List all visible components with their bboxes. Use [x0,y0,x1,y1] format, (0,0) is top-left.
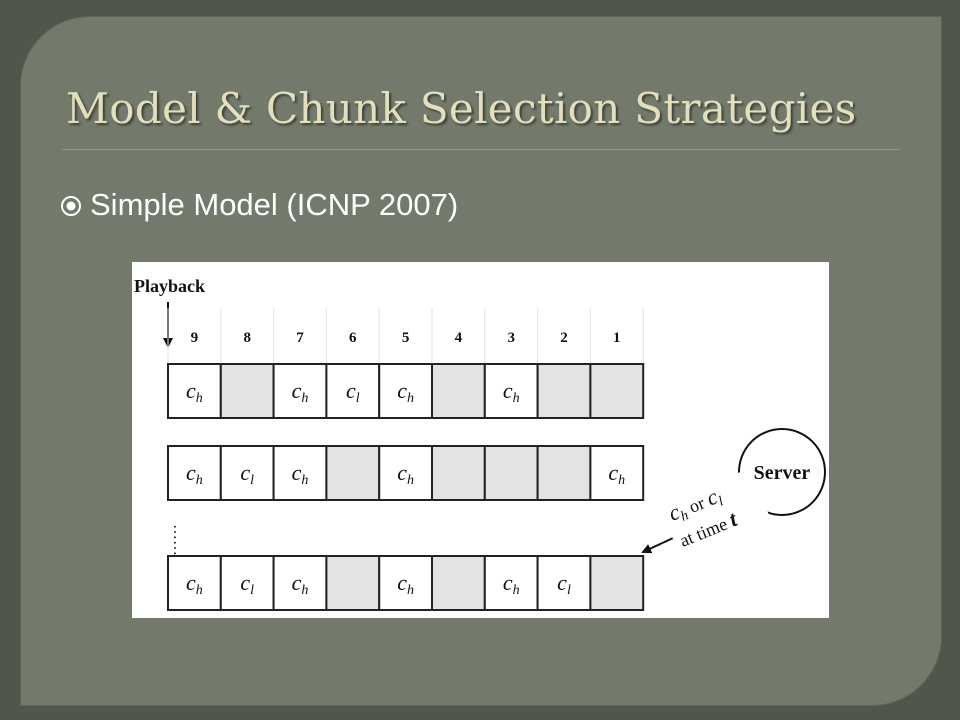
column-label: 3 [507,330,515,346]
buffer-cell [431,445,486,501]
buffer-cell [536,555,592,611]
buffer-cell [272,555,328,611]
chunk-label: cl [240,460,254,488]
buffer-cell [378,445,433,501]
chunk-label: ch [397,460,414,488]
column-label: 2 [560,330,568,346]
column-guides [167,308,644,364]
buffer-cell [589,363,645,419]
buffer-row: ch cl ch ch ch cl [167,555,645,611]
delivery-note: ch or cl at time t [659,468,772,559]
slide-title: Model & Chunk Selection Strategies [66,84,857,133]
buffer-cell [219,445,275,501]
buffer-cell [589,445,645,501]
chunk-label: ch [503,378,520,406]
column-label: 7 [296,330,304,346]
column-label: 8 [243,330,251,346]
chunk-label: ch [608,460,625,488]
title-divider [62,149,900,150]
server-node [738,428,826,516]
buffer-cell [272,363,328,419]
bullet-text: Simple Model (ICNP 2007) [90,187,459,222]
buffer-cell [219,555,275,611]
buffer-cell [167,363,222,419]
bullet-item: Simple Model (ICNP 2007) [60,187,458,223]
column-labels: 9 8 7 6 5 4 3 2 1 [191,330,621,346]
buffer-cell [378,363,433,419]
chunk-label: cl [557,570,571,598]
playback-label: Playback [134,276,205,296]
delivery-note-background [659,468,772,559]
chunk-label: cl [346,378,360,406]
chunk-label: ch [397,570,414,598]
buffer-cell [589,555,645,611]
buffer-cell [536,363,592,419]
circled-dot-icon [61,196,81,216]
vertical-ellipsis: …… [170,524,187,556]
buffer-cell [219,363,275,419]
chunk-label: ch [292,570,309,598]
buffer-cell [483,445,539,501]
chunk-label: cl [240,570,254,598]
chunk-label: ch [186,570,203,598]
chunk-label: ch [397,378,414,406]
buffer-cell [431,555,486,611]
buffer-cell [378,555,433,611]
column-label: 5 [402,330,410,346]
column-label: 6 [349,330,357,346]
buffer-cell [325,445,381,501]
chunk-label: ch [186,460,203,488]
buffer-cell [431,363,486,419]
server-label: Server [754,462,811,484]
buffer-cell [167,445,222,501]
buffer-row: ch ch cl ch ch [167,363,645,419]
buffer-cell [325,555,381,611]
chunk-label: ch [292,378,309,406]
buffer-row: ch cl ch ch ch [167,445,645,501]
column-label: 4 [455,330,463,346]
buffer-cell [536,445,592,501]
chunk-label: ch [503,570,520,598]
column-label: 9 [191,330,199,346]
buffer-rows: ch ch cl ch ch ch cl ch ch ch ch cl ch ch ch cl [167,363,645,611]
buffer-cell [272,445,328,501]
chunk-label: ch [186,378,203,406]
column-label: 1 [613,330,621,346]
chunk-label: ch [292,460,309,488]
